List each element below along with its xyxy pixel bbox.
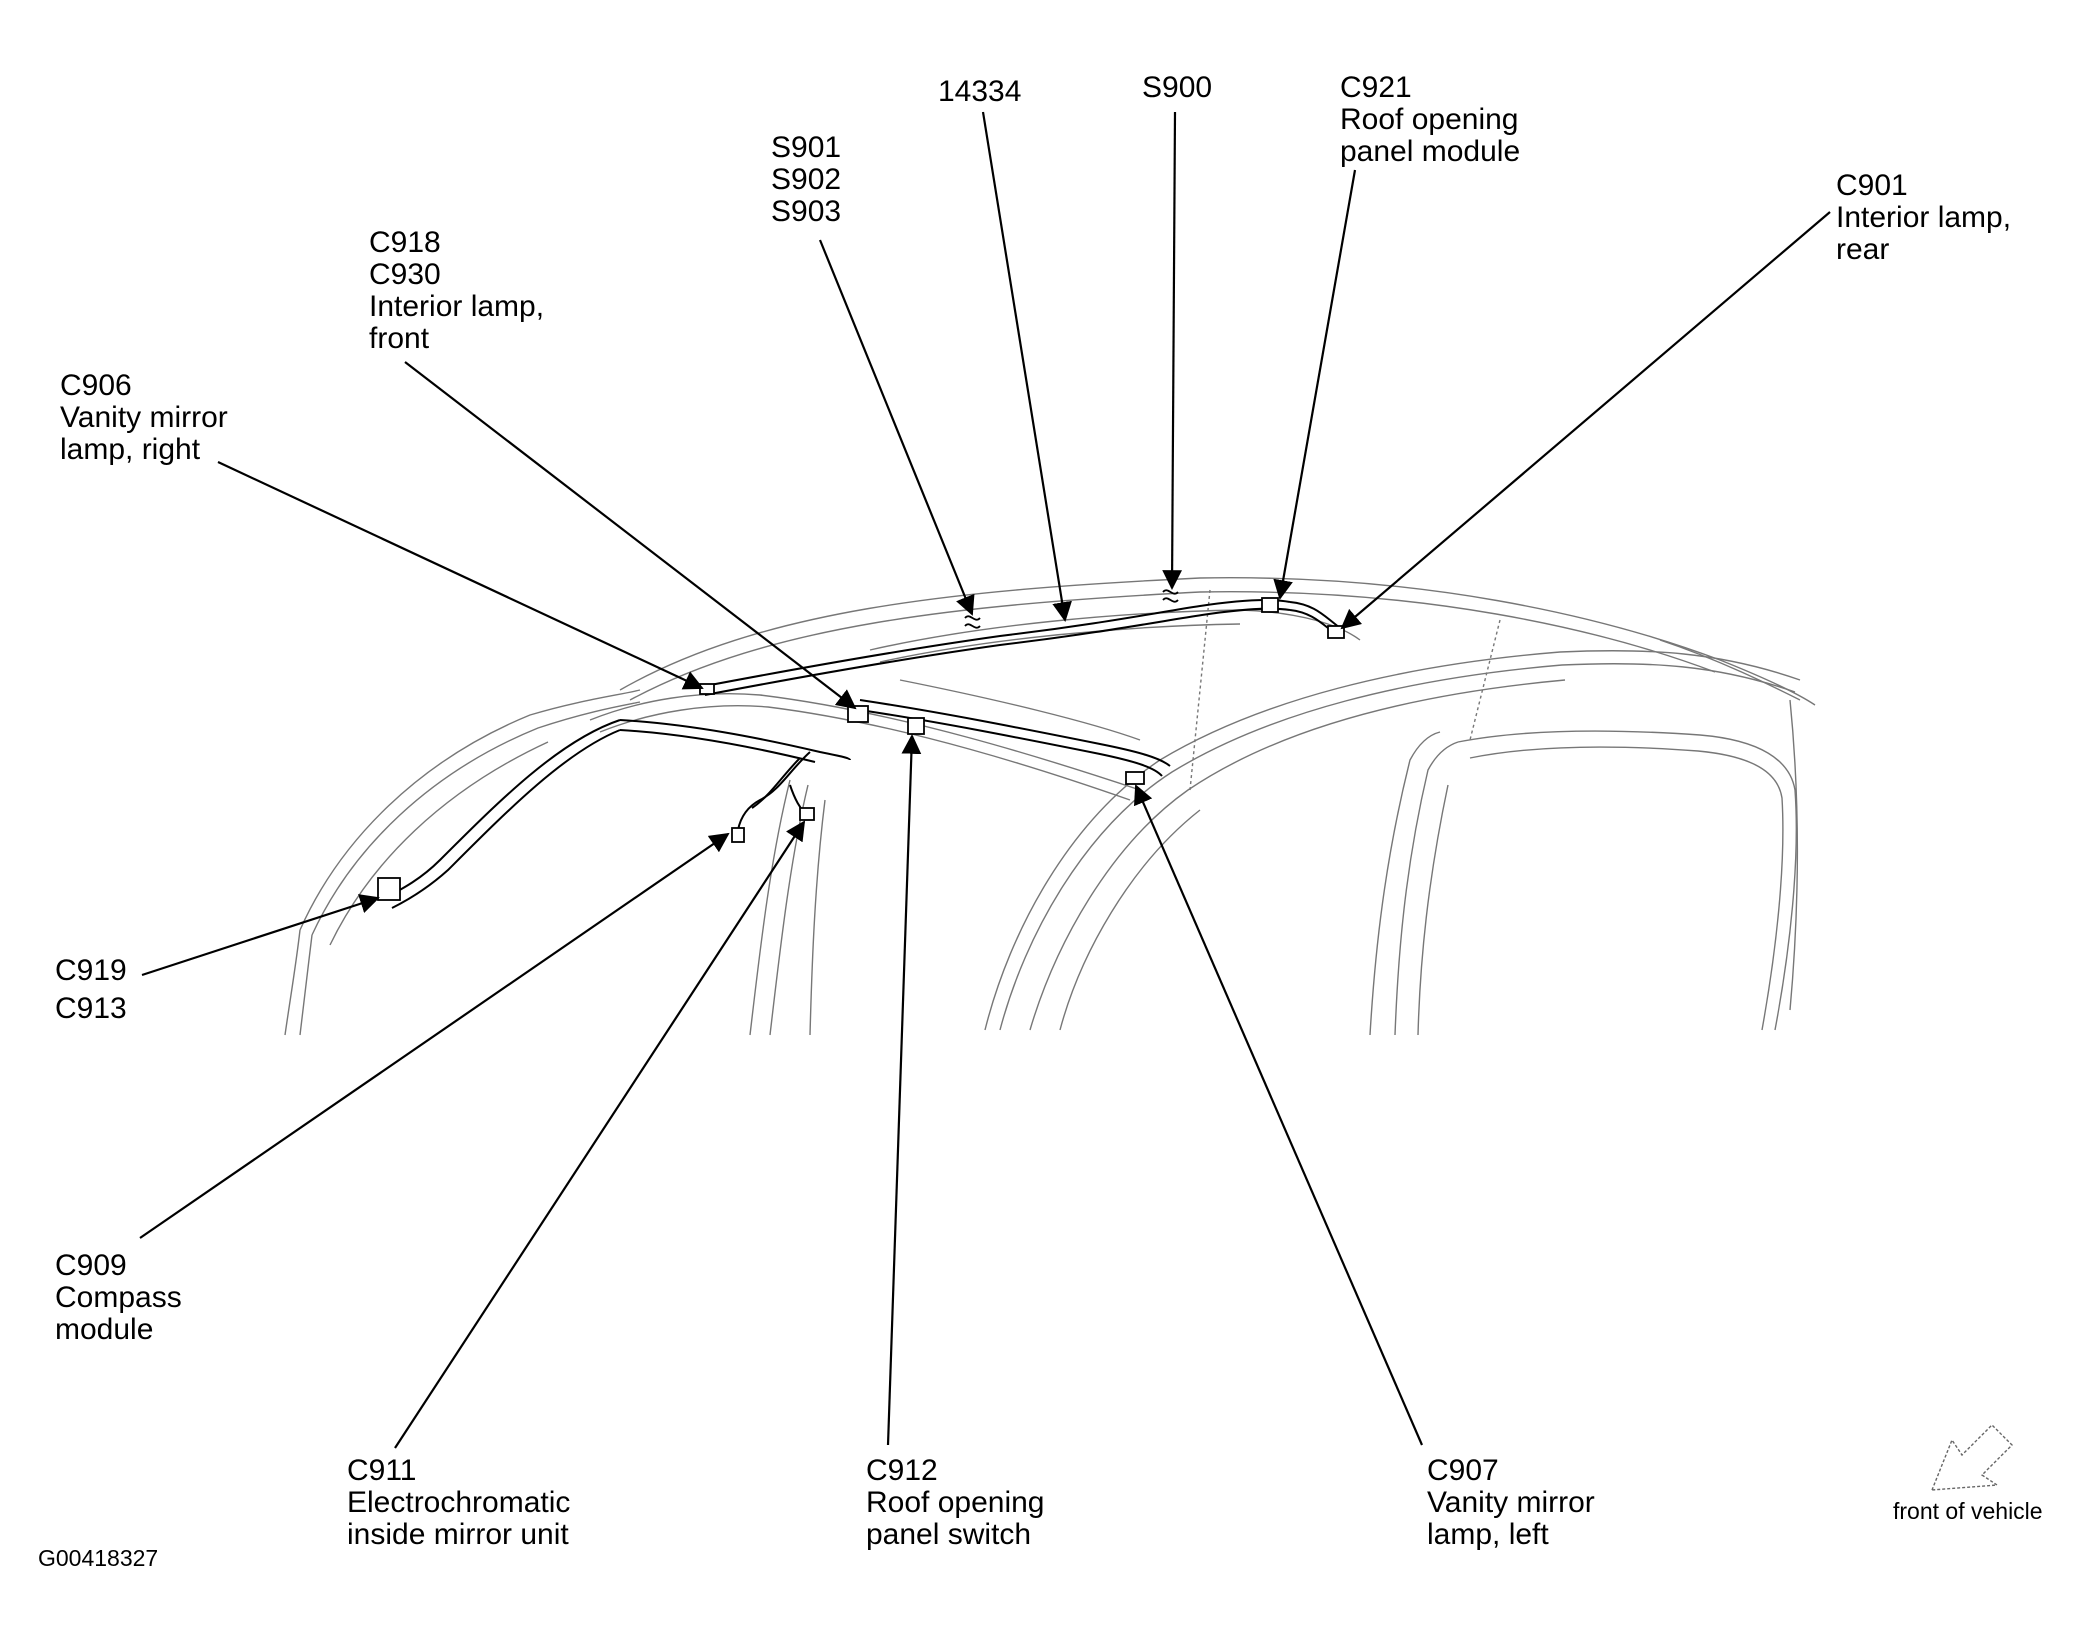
callout-c918: C918 C930 Interior lamp, front xyxy=(369,226,545,355)
connector-c906 xyxy=(699,683,715,695)
leader-c911 xyxy=(394,820,806,1449)
callout-c921: C921 Roof opening panel module xyxy=(1340,71,1521,168)
callout-c901: C901 Interior lamp, rear xyxy=(1836,169,2012,266)
splice-s900 xyxy=(1162,589,1179,595)
splice-marks xyxy=(964,589,1179,629)
leader-c906 xyxy=(217,461,704,690)
callout-c913: C913 xyxy=(55,992,127,1025)
orientation-label: front of vehicle xyxy=(1893,1498,2043,1524)
callout-c909: C909 Compass module xyxy=(55,1249,182,1346)
leader-lines xyxy=(139,111,1831,1449)
callout-c906: C906 Vanity mirror lamp, right xyxy=(60,369,228,466)
leader-s901 xyxy=(818,239,975,616)
leader-c919 xyxy=(141,894,380,977)
callout-s900: S900 xyxy=(1142,71,1213,104)
connector-c912 xyxy=(907,717,925,735)
vehicle-body-outline xyxy=(284,577,1816,1036)
connectors xyxy=(377,597,1345,901)
connector-c919 xyxy=(377,877,401,901)
callout-c907: C907 Vanity mirror lamp, left xyxy=(1427,1454,1595,1551)
leader-c921 xyxy=(1273,169,1357,600)
connector-c921 xyxy=(1261,597,1279,613)
connector-c907 xyxy=(1125,771,1145,785)
leader-c912 xyxy=(886,734,922,1446)
connector-c918 xyxy=(847,705,869,723)
leader-c909 xyxy=(139,832,730,1239)
callout-c911: C911 Electrochromatic inside mirror unit xyxy=(347,1454,571,1551)
leader-c907 xyxy=(1134,784,1424,1446)
leader-c918 xyxy=(404,361,857,710)
splice-s901 xyxy=(964,615,981,621)
callout-c912: C912 Roof opening panel switch xyxy=(866,1454,1045,1551)
callout-s901: S901 S902 S903 xyxy=(771,131,842,228)
connector-c901 xyxy=(1327,625,1345,639)
callout-c919: C919 xyxy=(55,954,127,987)
connector-c911 xyxy=(799,807,815,821)
connector-c909 xyxy=(731,827,745,843)
callout-14334: 14334 xyxy=(938,75,1022,108)
leader-s900 xyxy=(1162,111,1183,590)
leader-c901 xyxy=(1340,211,1831,630)
figure-id: G00418327 xyxy=(38,1545,159,1571)
leader-14334 xyxy=(981,111,1072,622)
roof-wiring-harness xyxy=(384,598,1341,909)
front-of-vehicle-arrow xyxy=(1930,1424,2013,1491)
